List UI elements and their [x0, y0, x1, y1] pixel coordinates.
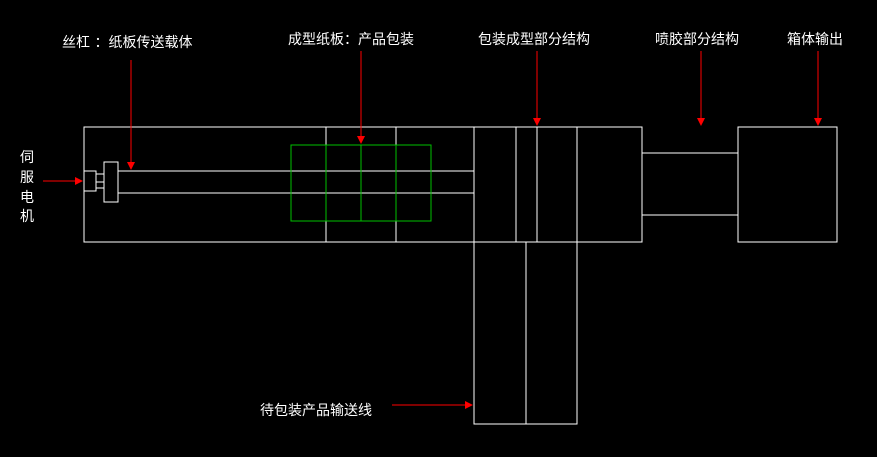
- label-packing-forming: 包装成型部分结构: [478, 32, 590, 48]
- lead-screw: [118, 170, 474, 194]
- label-servo-motor-char-4: 机: [20, 209, 34, 225]
- label-servo-motor-char-3: 电: [20, 190, 34, 206]
- label-glue-spray: 喷胶部分结构: [655, 31, 739, 48]
- servo-motor-coupling: [83, 161, 119, 203]
- box-output-outline: [737, 126, 838, 243]
- arrows: [43, 51, 822, 409]
- main-frame: [83, 126, 643, 243]
- glue-spray-section: [642, 152, 738, 216]
- formed-board: [290, 144, 432, 222]
- main-frame-outline: [83, 126, 643, 243]
- label-servo-motor-char-1: 伺: [20, 150, 34, 166]
- label-formed-board: 成型纸板：产品包装: [288, 32, 414, 48]
- label-servo-motor-char-2: 服: [20, 170, 34, 186]
- label-lead-screw: 丝杠 ：纸板传送载体: [62, 35, 192, 51]
- conveyor: [473, 241, 578, 425]
- motor-shaft-box: [83, 170, 97, 192]
- coupling-block: [103, 161, 119, 203]
- label-box-output: 箱体输出: [787, 32, 843, 48]
- labels: 丝杠 ：纸板传送载体 成型纸板：产品包装 包装成型部分结构 喷胶部分结构 箱体输…: [20, 31, 843, 419]
- label-conveyor: 待包装产品输送线: [260, 403, 372, 419]
